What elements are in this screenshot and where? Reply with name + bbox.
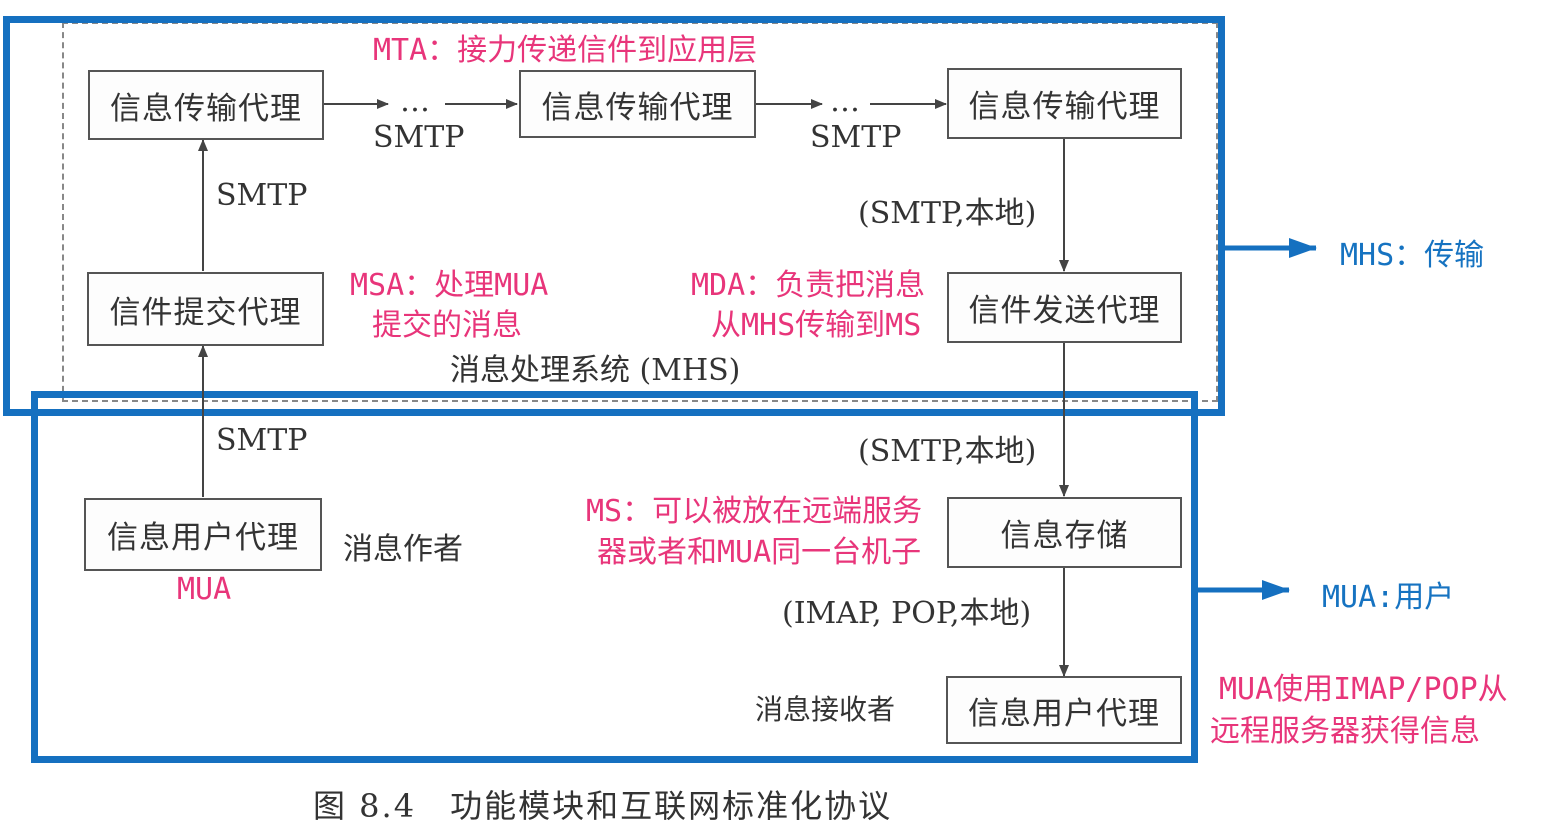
smtp-local-label-1: (SMTP,本地)	[858, 196, 1037, 231]
sender-user-agent-box: 信息用户代理	[84, 498, 322, 571]
receiver-user-agent-box: 信息用户代理	[946, 676, 1182, 744]
mua-usage-annotation-line1: MUA使用IMAP/POP从	[1219, 672, 1508, 707]
msa-annotation-line2: 提交的消息	[372, 308, 522, 343]
dots-label-2: …	[830, 84, 860, 119]
mhs-highlight-box	[3, 16, 1225, 416]
mua-annotation: MUA	[177, 572, 232, 607]
message-receiver-label: 消息接收者	[755, 693, 896, 726]
mda-annotation-line2: 从MHS传输到MS	[711, 308, 922, 343]
smtp-up-label-1: SMTP	[216, 178, 308, 213]
mhs-side-label: MHS：传输	[1340, 238, 1485, 273]
dots-label-1: …	[400, 84, 430, 119]
mta-box-2: 信息传输代理	[519, 70, 756, 138]
ms-annotation-line1: MS：可以被放在远端服务	[586, 494, 923, 529]
mua-highlight-box	[31, 391, 1198, 763]
msa-annotation-line1: MSA：处理MUA	[350, 268, 549, 303]
mda-annotation-line1: MDA：负责把消息	[691, 268, 926, 303]
smtp-label-1: SMTP	[373, 120, 465, 155]
message-author-label: 消息作者	[343, 532, 463, 567]
smtp-local-label-2: (SMTP,本地)	[858, 434, 1037, 469]
ms-annotation-line2: 器或者和MUA同一台机子	[597, 535, 922, 570]
submit-agent-box: 信件提交代理	[87, 272, 324, 346]
mta-box-1: 信息传输代理	[88, 70, 324, 140]
mua-usage-annotation-line2: 远程服务器获得信息	[1210, 714, 1480, 749]
imap-pop-local-label: (IMAP, POP,本地)	[782, 596, 1032, 631]
delivery-agent-box: 信件发送代理	[947, 272, 1182, 343]
message-store-box: 信息存储	[947, 497, 1182, 568]
mta-annotation: MTA：接力传递信件到应用层	[373, 33, 758, 68]
mua-side-label: MUA:用户	[1322, 580, 1455, 615]
smtp-up-label-2: SMTP	[216, 423, 308, 458]
mhs-boundary	[62, 22, 1218, 402]
mhs-system-label: 消息处理系统 (MHS)	[450, 353, 741, 388]
smtp-label-2: SMTP	[810, 120, 902, 155]
mta-box-3: 信息传输代理	[947, 68, 1182, 139]
figure-caption: 图 8.4 功能模块和互联网标准化协议	[313, 787, 893, 825]
